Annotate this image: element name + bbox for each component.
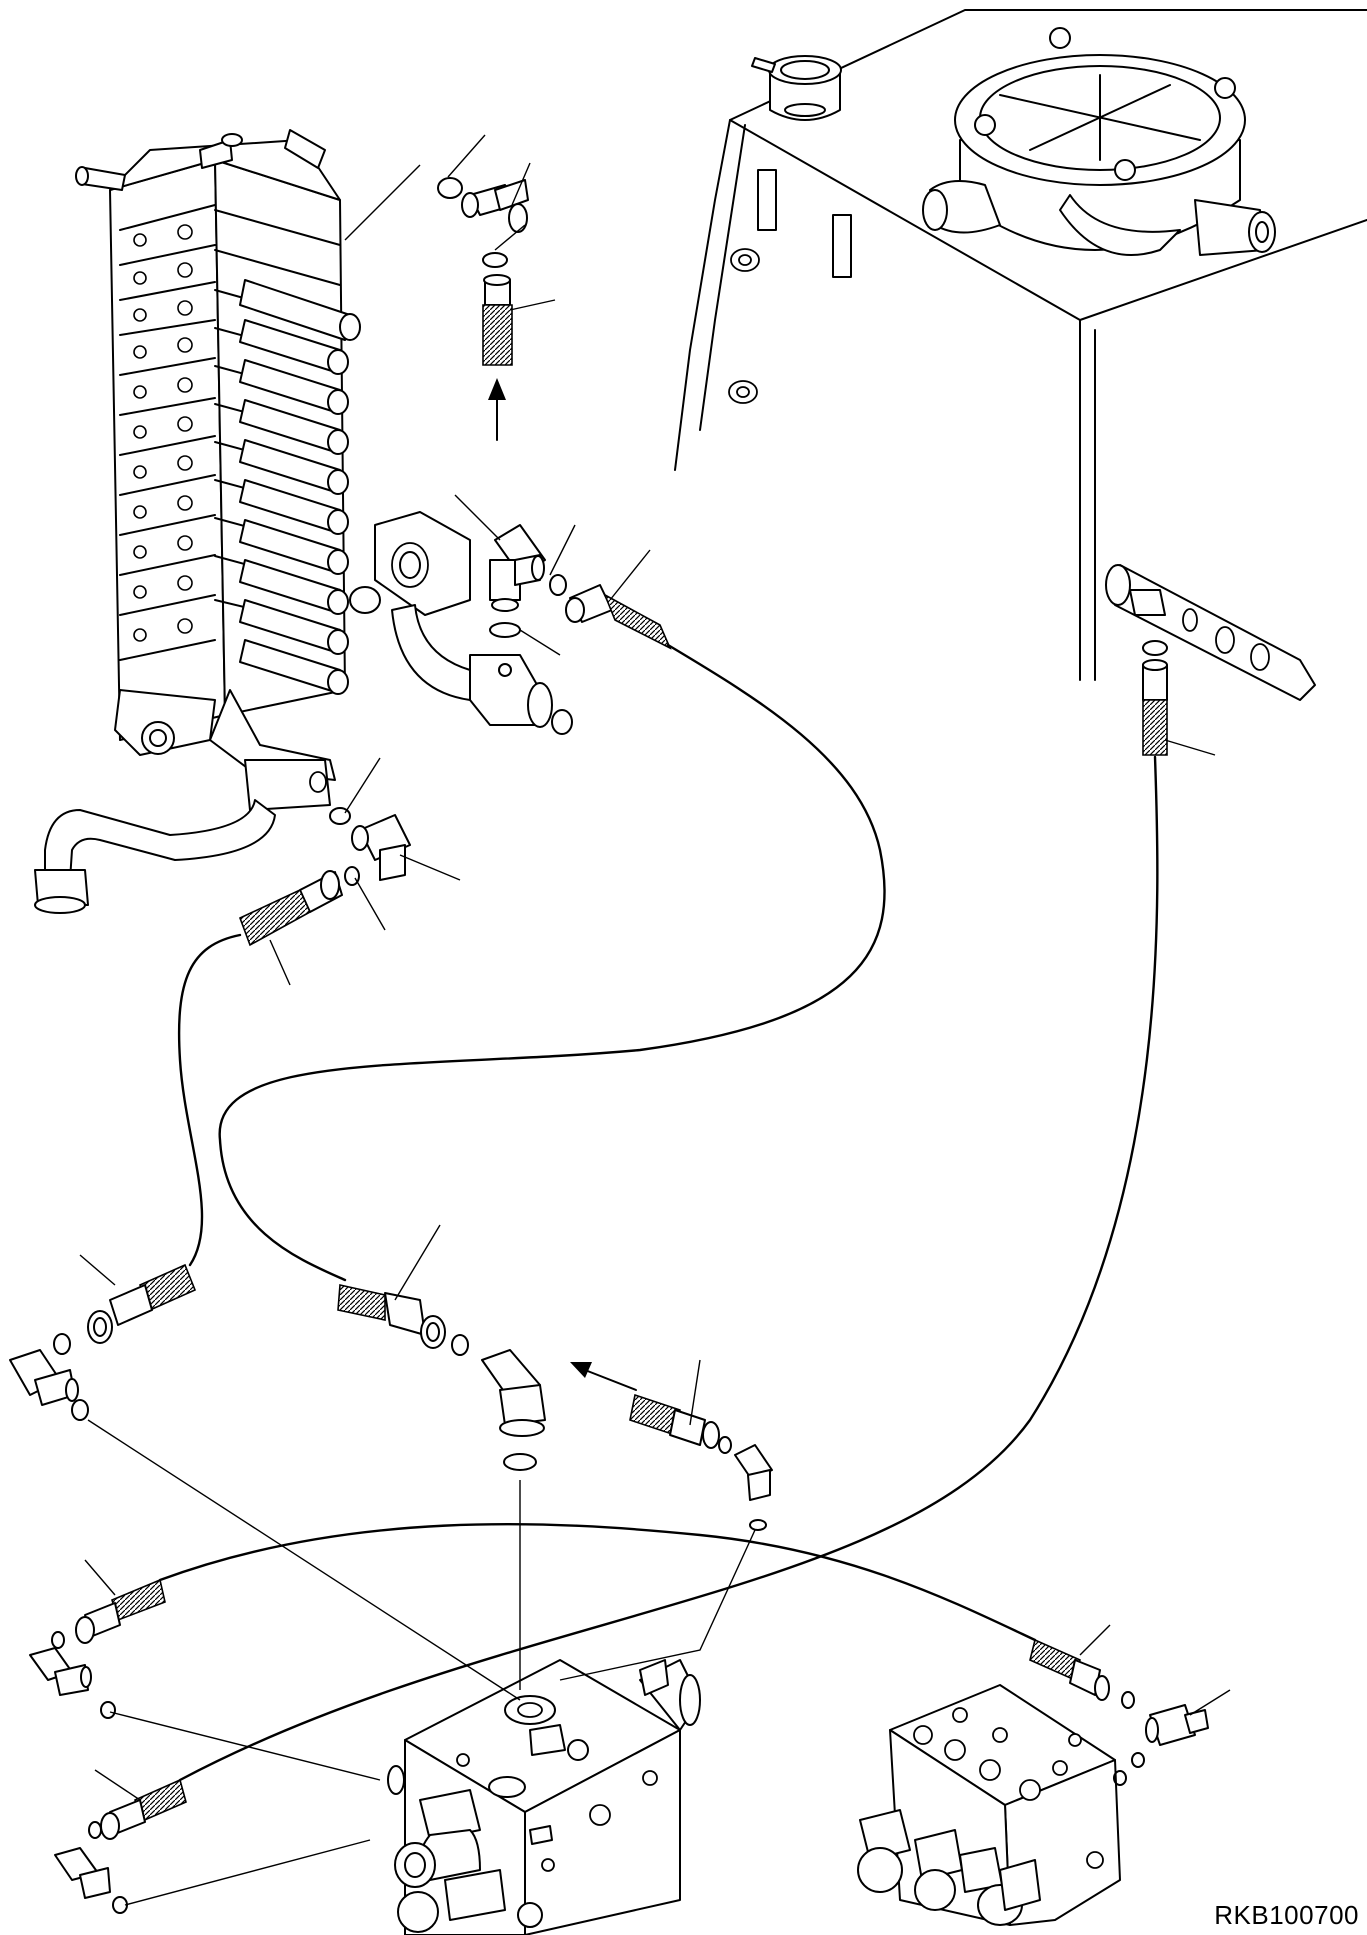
hose-end-middle: [338, 1285, 468, 1355]
elbow-bottom-left-1: [30, 1648, 115, 1718]
elbow-lower-left: [10, 1350, 88, 1420]
tee-fitting-top: [438, 178, 528, 267]
elbow-middle: [482, 1350, 545, 1470]
return-filter-housing: [923, 28, 1275, 255]
flange-elbow-pipe: [350, 512, 572, 734]
connection-lines: [88, 1420, 755, 1905]
control-valve-return-pipe: [35, 760, 330, 913]
hydraulic-tank: [675, 10, 1367, 680]
hose-end-bottom-left-2: [89, 1780, 186, 1839]
leader-lines: [80, 135, 1230, 1800]
pilot-valve-block: [388, 1660, 700, 1935]
hose-end-top: [483, 275, 512, 440]
elbow-fitting-center: [490, 525, 566, 637]
hose-end-right-mid: [630, 1395, 731, 1453]
hose-end-left: [240, 871, 342, 945]
hose-b: [179, 935, 240, 1265]
elbow-fitting-left: [330, 808, 410, 885]
elbow-bottom-left-2: [55, 1848, 127, 1913]
hose-end-bottom-left-1: [52, 1580, 165, 1648]
adapter-right-bottom: [1114, 1705, 1208, 1785]
hose-end-lower-left: [54, 1265, 195, 1354]
hose-a: [220, 645, 885, 1280]
hose-end-tank: [1143, 641, 1167, 755]
hose-end-center: [566, 585, 670, 648]
second-valve-block: [858, 1685, 1120, 1925]
hose-c: [180, 757, 1157, 1780]
tank-filler-cap: [752, 56, 841, 120]
hose-end-right-bottom: [1030, 1640, 1134, 1708]
drawing-code: RKB100700: [1214, 1900, 1359, 1930]
main-control-valve: [76, 130, 360, 780]
hose-d: [160, 1524, 1035, 1640]
elbow-right-mid: [735, 1445, 772, 1530]
direction-arrow-middle: [570, 1362, 636, 1390]
tank-side-port-pipe: [1106, 565, 1315, 700]
